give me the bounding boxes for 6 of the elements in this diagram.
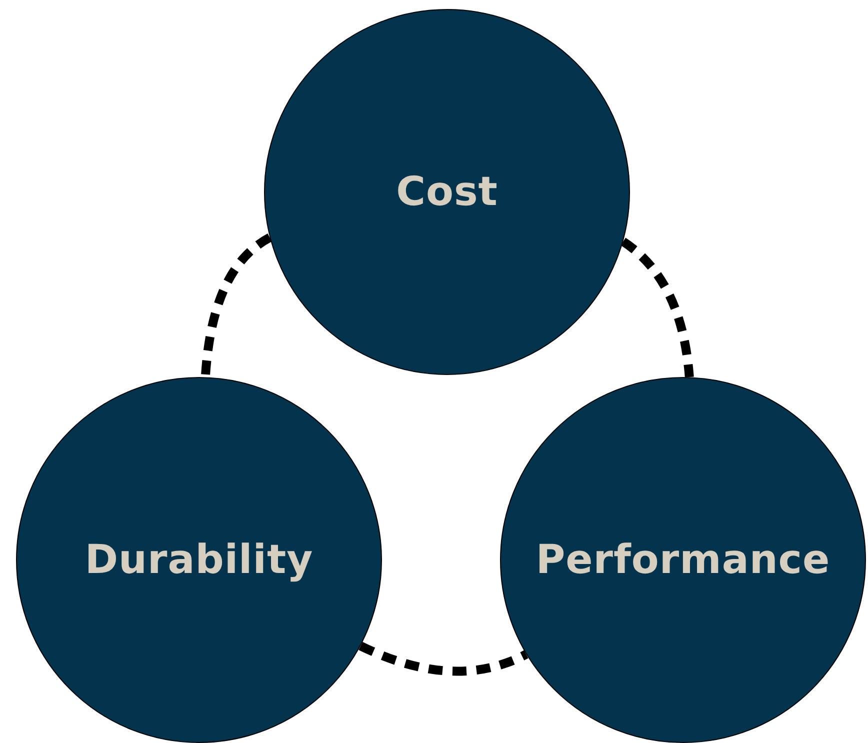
node-label: Cost [396,169,498,215]
dashed-connector [200,234,272,378]
node-label: Durability [84,537,314,583]
node-label: Performance [536,537,830,583]
dashed-connector [358,642,528,676]
dashed-connector [620,238,694,378]
